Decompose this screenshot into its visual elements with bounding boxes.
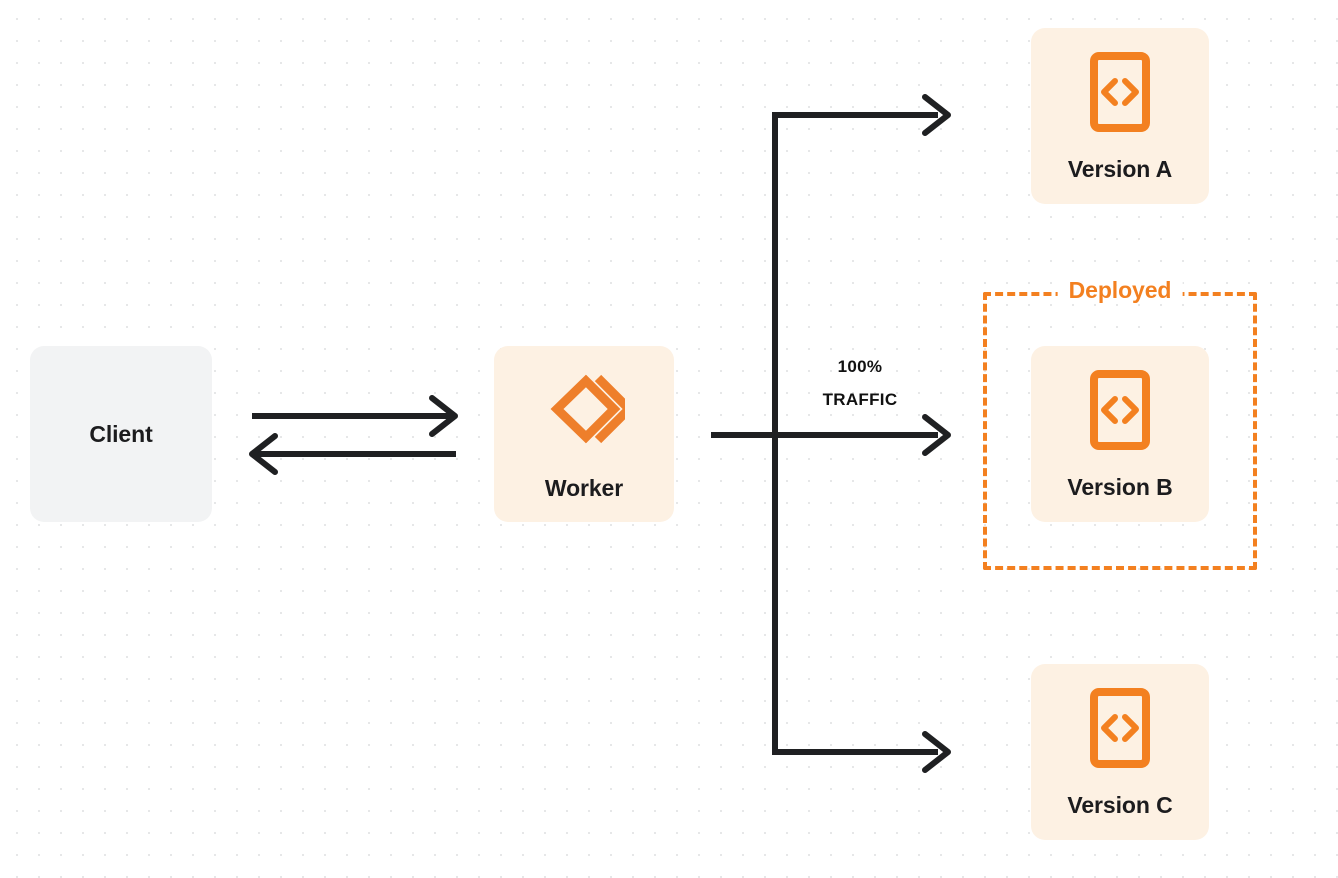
edge-client-to-worker <box>252 395 458 437</box>
client-label: Client <box>89 420 153 447</box>
traffic-label: 100% TRAFFIC <box>795 350 925 416</box>
deployed-group-legend: Deployed <box>1057 279 1183 302</box>
node-version-b[interactable]: Version B <box>1031 346 1209 522</box>
edge-worker-to-version-c <box>772 731 951 773</box>
traffic-word-text: TRAFFIC <box>822 390 898 409</box>
version-b-label: Version B <box>1067 474 1173 500</box>
code-file-icon <box>1089 369 1151 456</box>
version-c-label: Version C <box>1067 792 1173 818</box>
node-version-a[interactable]: Version A <box>1031 28 1209 204</box>
edge-worker-to-version-b <box>711 414 951 456</box>
worker-label: Worker <box>544 475 624 501</box>
edge-worker-to-version-a <box>772 94 951 136</box>
traffic-percent-text: 100% <box>837 357 883 376</box>
deployed-group-border: Deployed <box>983 279 1257 570</box>
code-file-icon <box>1089 687 1151 774</box>
edge-worker-to-client <box>249 433 456 475</box>
code-file-icon <box>1089 51 1151 138</box>
node-version-c[interactable]: Version C <box>1031 664 1209 840</box>
node-worker[interactable]: Worker <box>494 346 674 522</box>
node-client[interactable]: Client <box>30 346 212 522</box>
version-a-label: Version A <box>1067 156 1173 182</box>
cloudflare-workers-logo-icon <box>543 368 636 455</box>
